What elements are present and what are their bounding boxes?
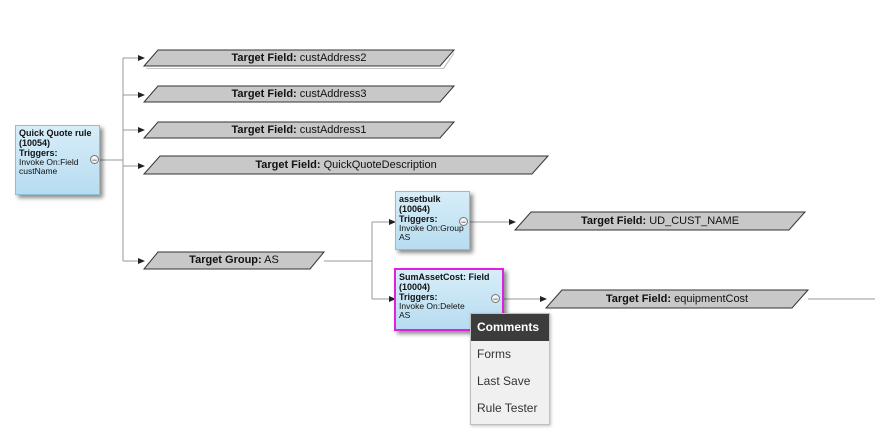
target-prefix: Target Group: [189, 254, 262, 266]
target-prefix: Target Field: [605, 293, 672, 305]
rule-id: (10004) [399, 282, 431, 292]
target-field-custaddress2[interactable]: Target Field: custAddress2 [142, 49, 456, 69]
target-value: UD_CUST_NAME [649, 215, 740, 227]
rule-invoke: Invoke On:Delete [399, 301, 465, 311]
collapse-icon[interactable]: − [491, 294, 500, 304]
target-field-custaddress1[interactable]: Target Field: custAddress1 [142, 121, 456, 139]
menu-item-rule-tester[interactable]: Rule Tester [477, 401, 538, 415]
collapse-icon[interactable]: − [459, 217, 468, 227]
collapse-icon[interactable]: − [90, 155, 99, 165]
menu-item-last-save[interactable]: Last Save [477, 374, 531, 388]
rule-detail: AS [399, 310, 411, 320]
target-prefix: Target Field: [255, 159, 321, 171]
target-prefix: Target Field: [231, 124, 297, 136]
target-field-custaddress3[interactable]: Target Field: custAddress3 [142, 85, 456, 103]
rule-name: Quick Quote rule [19, 128, 92, 138]
rule-detail: custName [19, 166, 58, 176]
target-field-quickquotedescription[interactable]: Target Field: QuickQuoteDescription [142, 155, 550, 175]
rule-triggers-label: Triggers: [399, 214, 438, 224]
target-field-equipmentcost[interactable]: Target Field: equipmentCost [544, 289, 810, 309]
context-menu: Comments Forms Last Save Rule Tester [470, 313, 550, 425]
target-field-ud-cust-name[interactable]: Target Field: UD_CUST_NAME [513, 211, 807, 231]
target-value: equipmentCost [674, 293, 749, 305]
target-value: AS [264, 254, 279, 266]
rule-node-quick-quote[interactable]: Quick Quote rule (10054) Triggers: Invok… [15, 125, 100, 195]
target-prefix: Target Field: [231, 88, 297, 100]
rule-id: (10054) [19, 138, 51, 148]
rule-invoke: Invoke On:Group [399, 223, 464, 233]
target-prefix: Target Field: [231, 52, 297, 64]
target-value: QuickQuoteDescription [323, 159, 437, 171]
rule-node-assetbulk[interactable]: assetbulk (10064) Triggers: Invoke On:Gr… [395, 191, 470, 250]
rule-invoke: Invoke On:Field [19, 157, 79, 167]
rule-name: SumAssetCost: Field [399, 272, 490, 282]
target-value: custAddress1 [299, 124, 367, 136]
rule-name: assetbulk [399, 194, 441, 204]
rule-id: (10064) [399, 204, 431, 214]
rule-triggers-label: Triggers: [19, 148, 58, 158]
rule-detail: AS [399, 232, 411, 242]
target-value: custAddress3 [299, 88, 367, 100]
target-value: custAddress2 [299, 52, 367, 64]
rule-triggers-label: Triggers: [399, 292, 438, 302]
target-prefix: Target Field: [580, 215, 647, 227]
target-group-as[interactable]: Target Group: AS [142, 251, 326, 270]
menu-item-comments[interactable]: Comments [471, 314, 549, 341]
menu-item-forms[interactable]: Forms [477, 347, 511, 361]
